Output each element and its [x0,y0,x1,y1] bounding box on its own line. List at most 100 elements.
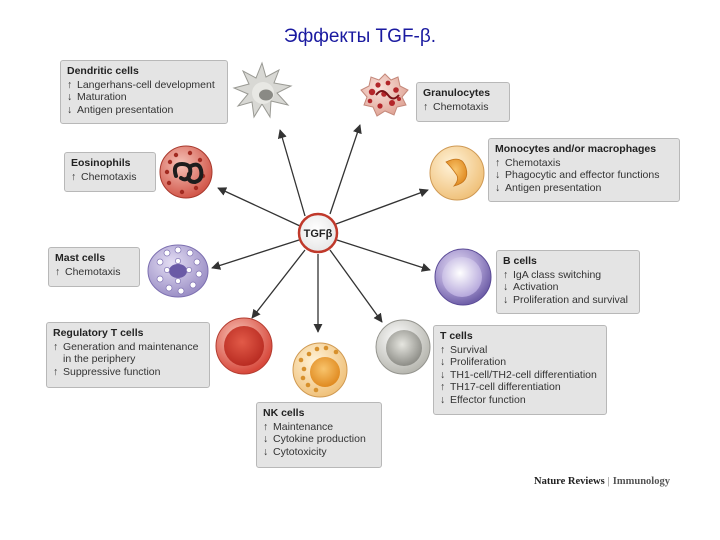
box-title: Dendritic cells [67,65,139,77]
tgf-beta-hub: TGFβ [297,212,339,254]
effect-row: ↑ Langerhans-cell development [67,79,221,92]
down-arrow-icon: ↓ [67,91,73,103]
box-title: T cells [440,330,473,342]
effect-text: Effector function [450,393,526,406]
up-arrow-icon: ↑ [503,268,509,281]
effect-text: Proliferation and survival [513,293,628,306]
down-arrow-icon: ↓ [67,103,73,116]
effect-row: ↓Cytokine production [263,433,375,446]
journal-subject: Immunology [612,476,670,487]
box-dendritic-cells: Dendritic cells↑ Langerhans-cell developm… [60,60,228,124]
arrow-bcells [336,239,431,272]
down-arrow-icon: ↓ [503,281,509,293]
box-title: Eosinophils [71,157,131,169]
box-granulocytes: Granulocytes↑ Chemotaxis [416,82,510,122]
effect-text: Langerhans-cell development [77,78,215,91]
effect-row: ↑ Survival [440,344,600,357]
box-regulatory-t-cells: Regulatory T cells↑Generation and mainte… [46,322,210,388]
up-arrow-icon: ↑ [53,340,59,353]
up-arrow-icon: ↑ [55,265,61,278]
arrow-tregs [251,249,306,319]
effect-text: IgA class switching [513,268,602,281]
effect-text: Suppressive function [63,365,161,378]
box-b-cells: B cells↑IgA class switching↓Activation↓P… [496,250,640,314]
effect-text: Cytotoxicity [273,445,327,458]
down-arrow-icon: ↓ [495,169,501,181]
b-cell-image [434,248,492,306]
up-arrow-icon: ↑ [53,365,59,378]
box-mast-cells: Mast cells↑ Chemotaxis [48,247,140,287]
effect-text: Generation and maintenance [63,340,199,353]
effect-row: ↓TH1-cell/TH2-cell differentiation [440,369,600,382]
box-title: NK cells [263,407,305,419]
effect-text: Chemotaxis [65,265,121,278]
effect-row: ↓ Activation [503,281,633,294]
up-arrow-icon: ↑ [67,78,73,91]
effect-text: Maturation [77,91,127,103]
journal-credit: Nature Reviews|Immunology [534,476,670,487]
effect-row: ↑Chemotaxis [495,157,673,170]
box-title: Regulatory T cells [53,327,144,339]
up-arrow-icon: ↑ [71,170,77,183]
down-arrow-icon: ↓ [263,433,269,445]
arrows [211,124,431,333]
hub-label: TGFβ [304,228,333,240]
effect-row: ↓ Effector function [440,394,600,407]
effect-row: ↑Chemotaxis [71,171,149,184]
effect-text: Activation [513,281,559,293]
box-monocytes-macrophages: Monocytes and/or macrophages↑Chemotaxis↓… [488,138,680,202]
effect-row: ↑ IgA class switching [503,269,633,282]
effect-row: ↑ TH17-cell differentiation [440,381,600,394]
effect-text: Survival [450,343,488,356]
journal-name: Nature Reviews [534,476,605,487]
arrow-dendritic [277,129,306,217]
down-arrow-icon: ↓ [495,181,501,194]
effect-text: Chemotaxis [433,100,489,113]
arrow-granulocytes [329,124,362,215]
effect-row: ↓ Cytotoxicity [263,446,375,459]
effect-row: ↑Maintenance [263,421,375,434]
box-t-cells: T cells↑Survival↓Proliferation↓TH1-cell/… [433,325,607,415]
up-arrow-icon: ↑ [263,420,269,433]
up-arrow-icon: ↑ [440,343,446,356]
effect-row: ↓ Maturation [67,91,221,104]
eosinophil-image [159,145,213,199]
down-arrow-icon: ↓ [503,293,509,306]
box-eosinophils: Eosinophils ↑Chemotaxis [64,152,156,192]
effect-row: ↓Phagocytic and effector functions [495,169,673,182]
effect-row: ↓ Antigen presentation [67,104,221,117]
box-title: Granulocytes [423,87,491,99]
arrow-monocytes [335,188,429,225]
down-arrow-icon: ↓ [440,368,446,381]
granulocyte-image [360,73,409,117]
effect-row: ↑ Suppressive function [53,366,203,379]
effect-text: in the periphery [63,353,136,365]
box-nk-cells: NK cells ↑Maintenance↓Cytokine production… [256,402,382,468]
macrophage-image [429,145,485,201]
arrow-eosinophils [217,187,301,227]
up-arrow-icon: ↑ [440,381,446,393]
nk-cell-image [292,342,348,398]
regulatory-t-cell-image [215,317,273,375]
effect-text: Antigen presentation [77,103,174,116]
effect-row: ↑ Chemotaxis [423,101,503,114]
t-cell-image [375,319,431,375]
effect-row: ↑ Generation and maintenance [53,341,203,354]
box-title: Mast cells [55,252,106,264]
up-arrow-icon: ↑ [423,100,429,113]
effect-row: ↑ Chemotaxis [55,266,133,279]
arrow-mast [211,239,300,270]
arrow-tcells [329,249,383,323]
journal-separator: | [607,476,610,487]
down-arrow-icon: ↓ [440,356,446,368]
effect-text: Proliferation [450,356,507,368]
box-title: Monocytes and/or macrophages [495,143,657,155]
effect-row: ↓ Proliferation [440,356,600,369]
effect-text: TH17-cell differentiation [450,381,561,393]
mast-cell-image [147,244,209,298]
effect-row: ↓ Antigen presentation [495,182,673,195]
down-arrow-icon: ↓ [263,445,269,458]
effect-text: Antigen presentation [505,181,602,194]
down-arrow-icon: ↓ [440,393,446,406]
